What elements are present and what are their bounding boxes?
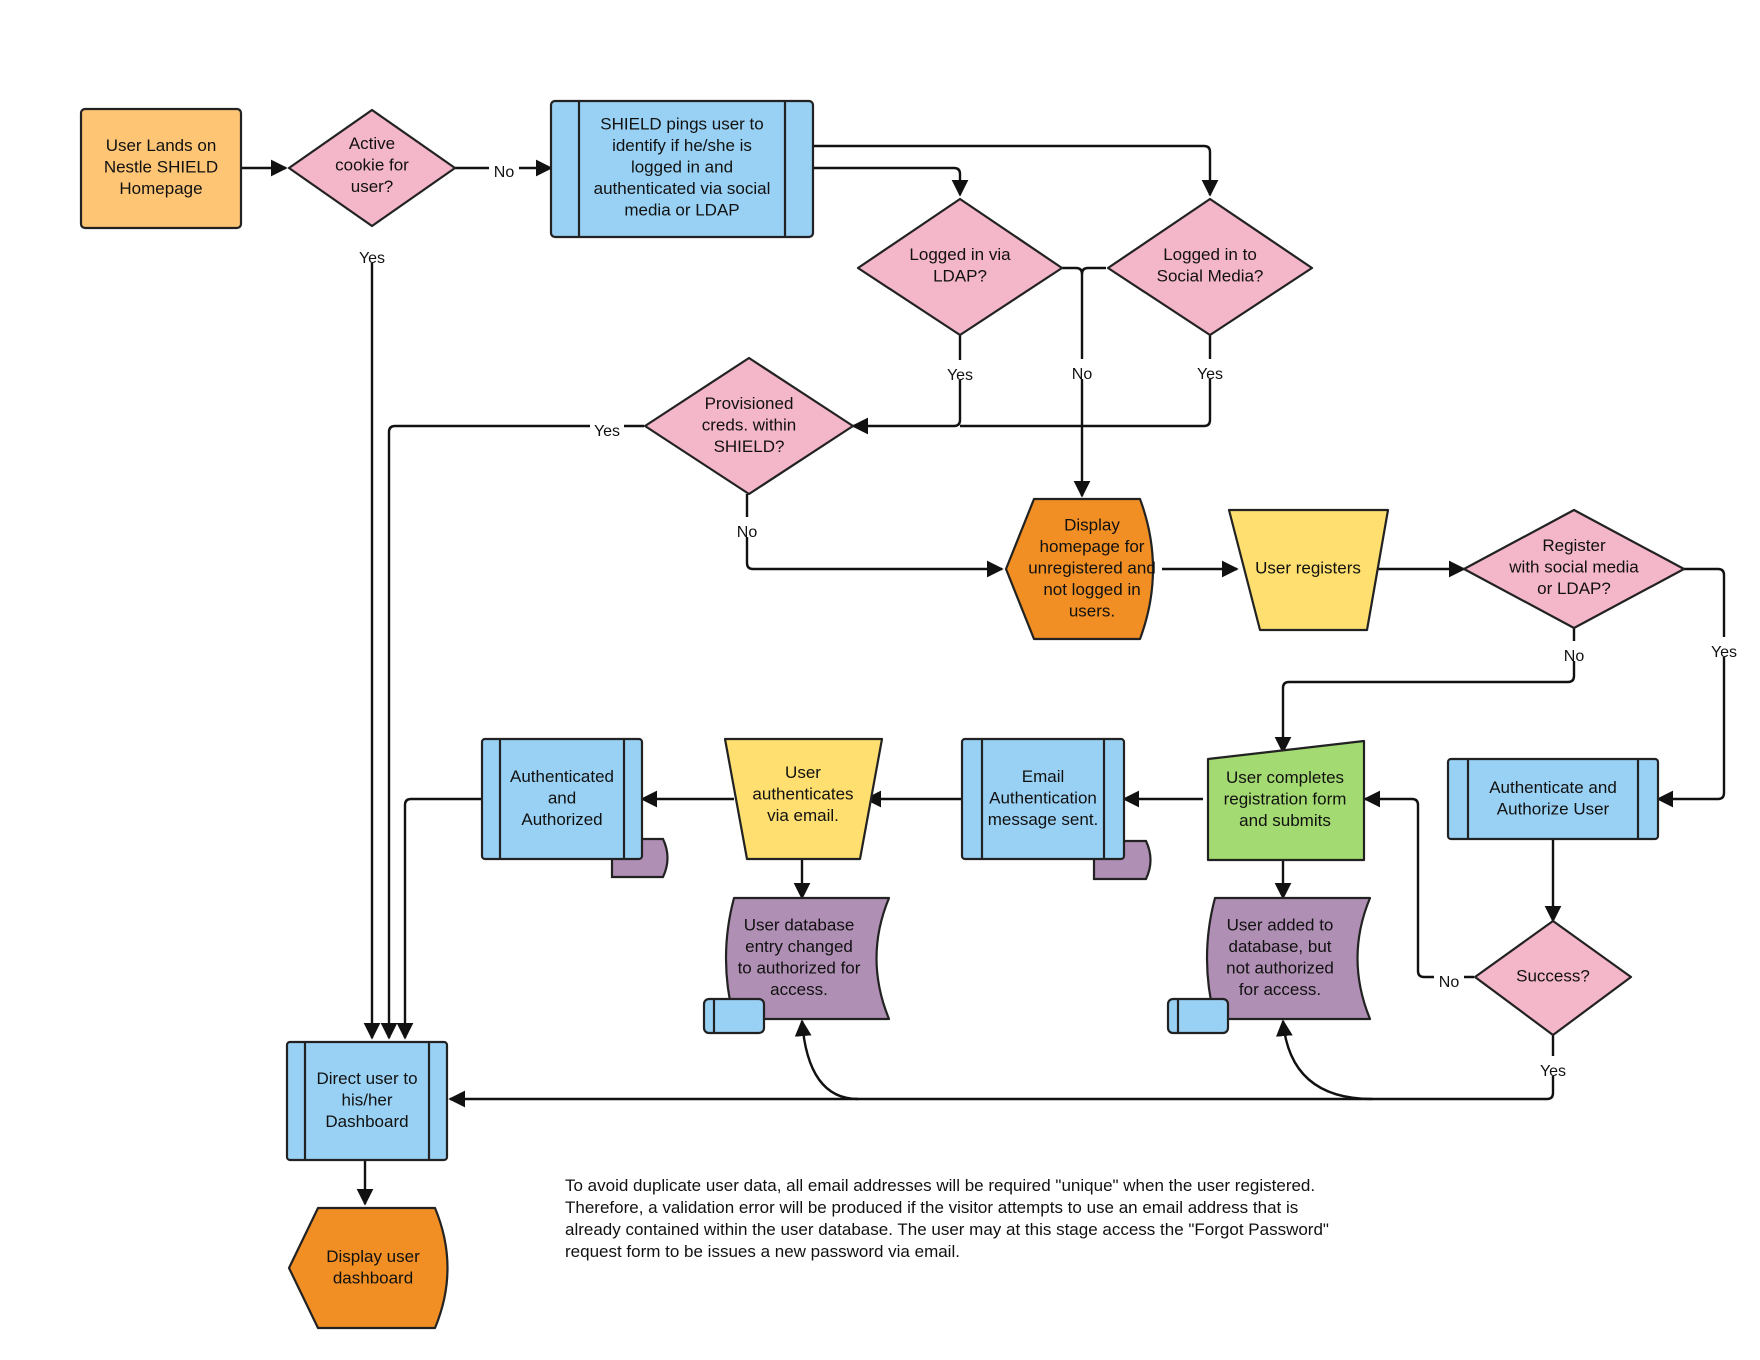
validation-note: To avoid duplicate user data, all email …	[565, 1176, 1329, 1261]
connector-prov-yes	[380, 424, 644, 1040]
connector-success-yes	[448, 1035, 1555, 1108]
connector-login-no-branch	[1080, 266, 1106, 275]
edge-label-success-no: No	[1439, 974, 1460, 991]
connector-ldap-yes	[851, 335, 962, 435]
edge-label-social-yes: Yes	[1197, 366, 1223, 383]
connector-authorized-to-dashboard	[396, 797, 481, 1040]
connector-register-yes	[1656, 567, 1726, 808]
edge-label-ldap-yes: Yes	[947, 367, 973, 384]
edge-label-cookie-yes: Yes	[359, 250, 385, 267]
connectors	[241, 144, 1726, 1206]
connector-register-no	[1274, 623, 1576, 754]
connector-curve-db-changed	[794, 1019, 859, 1101]
edge-label-cookie-no: No	[494, 164, 515, 181]
edge-label-prov-no: No	[737, 524, 758, 541]
edge-labels: No Yes Yes No Yes Yes No No Yes No Yes	[355, 157, 1741, 1080]
edge-label-register-no: No	[1564, 648, 1585, 665]
edge-label-register-yes: Yes	[1711, 644, 1737, 661]
connector-shield-to-social	[813, 144, 1219, 197]
edge-label-login-no: No	[1072, 366, 1093, 383]
edge-label-prov-yes: Yes	[594, 423, 620, 440]
node-user-registers: User registers	[1227, 508, 1390, 632]
node-label: Success?	[1516, 966, 1590, 985]
edge-label-success-yes: Yes	[1540, 1063, 1566, 1080]
node-label: User registers	[1255, 558, 1361, 577]
connector-curve-db-added	[1275, 1019, 1373, 1101]
node-success: Success?	[1473, 919, 1633, 1037]
connector-prov-no	[745, 494, 1004, 578]
connector-social-yes	[960, 335, 1212, 428]
connector-shield-to-ldap	[813, 166, 969, 197]
connector-success-no	[1363, 790, 1474, 979]
